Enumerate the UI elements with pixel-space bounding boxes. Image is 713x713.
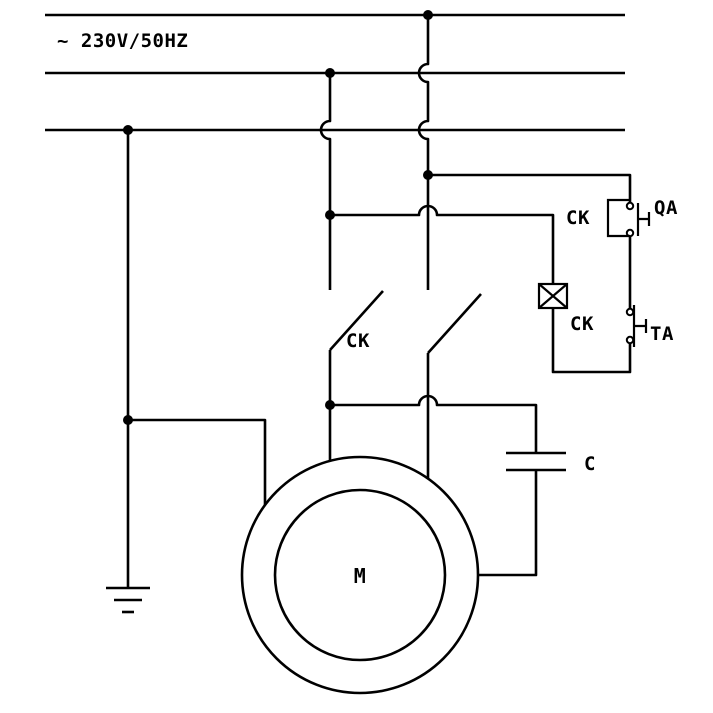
capacitor-feed-wire xyxy=(330,394,538,453)
motor-inner-circle xyxy=(273,488,447,662)
junction-dots xyxy=(123,10,433,425)
qa-actuator xyxy=(638,212,651,226)
contactor-main-label: CK xyxy=(346,330,370,352)
coil-label: CK xyxy=(570,313,594,335)
capacitor xyxy=(506,451,566,472)
stop-button-ta xyxy=(625,305,648,347)
motor-outer-circle xyxy=(240,455,480,695)
junction-dot xyxy=(123,125,133,135)
ta-terminal-bottom xyxy=(625,335,635,345)
junction-dot xyxy=(423,170,433,180)
supply-voltage-label: ~ 230V/50HZ xyxy=(57,30,188,52)
junction-dot xyxy=(325,68,335,78)
junction-dot xyxy=(123,415,133,425)
motor: M xyxy=(240,455,480,695)
aux-contact-bracket xyxy=(606,198,630,238)
neutral-branch-to-motor xyxy=(128,418,267,505)
contactor-main-contacts xyxy=(328,290,482,479)
contact-blade-pole1 xyxy=(329,290,384,351)
feeder-wire-phase-a xyxy=(417,15,430,290)
feeder-wire-phase-b xyxy=(319,73,332,290)
ta-actuator xyxy=(634,319,648,333)
stop-button-label: TA xyxy=(650,323,674,345)
contact-blade-pole2 xyxy=(427,293,482,354)
start-button-label: QA xyxy=(654,197,678,219)
control-wire-top xyxy=(428,173,632,203)
capacitor-label: C xyxy=(584,453,596,475)
junction-dot xyxy=(325,210,335,220)
control-wire-coil-feed xyxy=(330,204,555,284)
motor-label: M xyxy=(354,564,367,588)
aux-contact-label: CK xyxy=(566,207,590,229)
ground-symbol xyxy=(106,586,150,614)
qa-terminal-top xyxy=(625,201,635,211)
start-button-qa xyxy=(625,201,651,238)
coil-x-mark xyxy=(538,283,568,309)
capacitor-to-motor-wire xyxy=(478,470,538,577)
ta-terminal-top xyxy=(625,307,635,317)
contactor-coil xyxy=(537,282,569,310)
junction-dot xyxy=(423,10,433,20)
junction-dot xyxy=(325,400,335,410)
control-wire-return xyxy=(551,308,632,374)
